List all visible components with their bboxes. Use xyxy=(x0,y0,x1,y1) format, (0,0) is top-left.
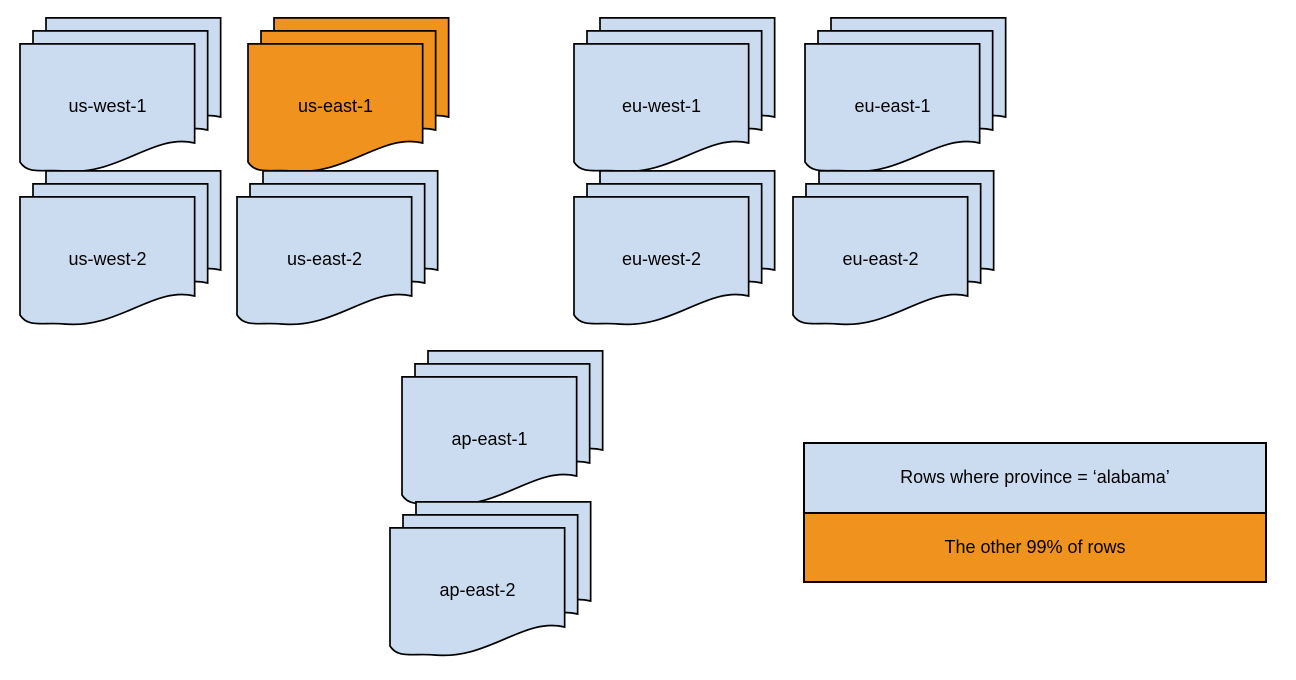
region-label: ap-east-1 xyxy=(451,428,528,449)
document-page xyxy=(389,527,566,657)
document-stack-icon xyxy=(247,17,450,173)
document-stack-icon xyxy=(19,17,222,173)
legend-item-other-rows: The other 99% of rows xyxy=(805,511,1265,581)
legend-item-label: The other 99% of rows xyxy=(944,536,1126,557)
region-stack-eu-east-2: eu-east-2 xyxy=(792,170,996,328)
region-stack-us-east-2: us-east-2 xyxy=(236,170,440,328)
region-stack-eu-west-2: eu-west-2 xyxy=(573,170,777,328)
region-stack-ap-east-1: ap-east-1 xyxy=(401,350,605,508)
region-label: eu-east-1 xyxy=(854,95,931,116)
region-stack-eu-east-1: eu-east-1 xyxy=(804,17,1008,175)
legend: Rows where province = ‘alabama’ The othe… xyxy=(803,442,1267,583)
region-label: ap-east-2 xyxy=(439,579,516,600)
legend-item-alabama-rows: Rows where province = ‘alabama’ xyxy=(805,444,1265,512)
document-page xyxy=(236,196,413,326)
region-stack-eu-west-1: eu-west-1 xyxy=(573,17,777,175)
region-label: eu-east-2 xyxy=(842,248,919,269)
document-stack-icon xyxy=(573,17,776,173)
region-stack-us-west-2: us-west-2 xyxy=(19,170,223,328)
document-stack-icon xyxy=(401,350,604,506)
region-label: eu-west-1 xyxy=(621,95,702,116)
document-page xyxy=(19,196,196,326)
region-label: us-west-2 xyxy=(68,248,147,269)
region-label: us-east-1 xyxy=(297,95,374,116)
legend-item-label: Rows where province = ‘alabama’ xyxy=(900,467,1170,488)
document-page xyxy=(573,196,750,326)
document-stack-icon xyxy=(573,170,776,326)
document-page xyxy=(792,196,969,326)
region-stack-ap-east-2: ap-east-2 xyxy=(389,501,593,659)
document-stack-icon xyxy=(389,501,592,657)
region-stack-us-west-1: us-west-1 xyxy=(19,17,223,175)
document-stack-icon xyxy=(19,170,222,326)
region-label: us-west-1 xyxy=(68,95,147,116)
region-label: eu-west-2 xyxy=(621,248,702,269)
document-stack-icon xyxy=(792,170,995,326)
region-stack-us-east-1: us-east-1 xyxy=(247,17,451,175)
document-stack-icon xyxy=(236,170,439,326)
document-stack-icon xyxy=(804,17,1007,173)
region-label: us-east-2 xyxy=(286,248,363,269)
